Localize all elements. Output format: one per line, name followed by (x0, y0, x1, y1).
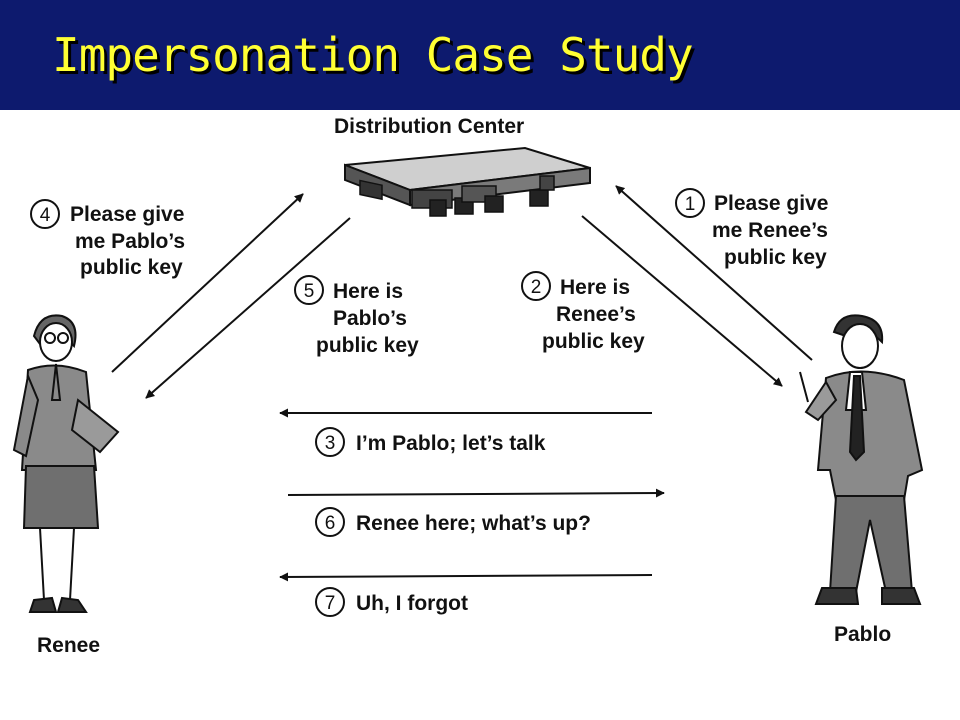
step-5-line-2: Pablo’s (333, 307, 407, 330)
step-2-number: 2 (531, 277, 542, 298)
arrow-step-2 (581, 215, 783, 387)
step-6: 6 Renee here; what’s up? (315, 507, 591, 537)
step-2-line-1: Here is (560, 276, 630, 299)
pablo-label: Pablo (834, 623, 891, 646)
step-7: 7 Uh, I forgot (315, 587, 468, 617)
step-6-number: 6 (325, 513, 336, 534)
step-1-line-3: public key (724, 246, 827, 269)
step-5-line-3: public key (316, 334, 419, 357)
slide-title: Impersonation Case Study (52, 28, 694, 82)
step-2-line-3: public key (542, 330, 645, 353)
distribution-center-icon (344, 146, 591, 217)
step-5: 5 Here is Pablo’s public key (294, 275, 419, 357)
renee-figure (12, 314, 120, 613)
step-2-line-2: Renee’s (556, 303, 636, 326)
step-1-number: 1 (685, 194, 696, 215)
arrow-step-7 (279, 572, 653, 582)
title-bar: Impersonation Case Study (0, 0, 960, 110)
step-5-line-1: Here is (333, 280, 403, 303)
arrow-step-4 (111, 193, 304, 373)
renee-label: Renee (37, 634, 100, 657)
pablo-figure (799, 314, 924, 605)
step-3-number: 3 (325, 433, 336, 454)
diagram: Distribution Center 4 Please give me Pab… (12, 115, 924, 657)
step-1-line-1: Please give (714, 192, 828, 215)
step-5-number: 5 (304, 281, 315, 302)
step-4: 4 Please give me Pablo’s public key (30, 199, 185, 279)
step-7-number: 7 (325, 593, 336, 614)
distribution-center-label: Distribution Center (334, 115, 524, 138)
step-1-line-2: me Renee’s (712, 219, 828, 242)
step-1: 1 Please give me Renee’s public key (675, 188, 828, 269)
step-3: 3 I’m Pablo; let’s talk (315, 427, 546, 457)
step-4-line-1: Please give (70, 203, 184, 226)
step-2: 2 Here is Renee’s public key (521, 271, 645, 353)
step-7-line-1: Uh, I forgot (356, 592, 468, 615)
step-4-number: 4 (40, 205, 51, 226)
arrow-step-6 (287, 488, 665, 498)
arrow-step-1 (615, 185, 813, 361)
step-3-line-1: I’m Pablo; let’s talk (356, 432, 546, 455)
step-4-line-2: me Pablo’s (75, 230, 185, 253)
step-4-line-3: public key (80, 256, 183, 279)
step-6-line-1: Renee here; what’s up? (356, 512, 591, 535)
arrow-step-5 (145, 217, 351, 399)
